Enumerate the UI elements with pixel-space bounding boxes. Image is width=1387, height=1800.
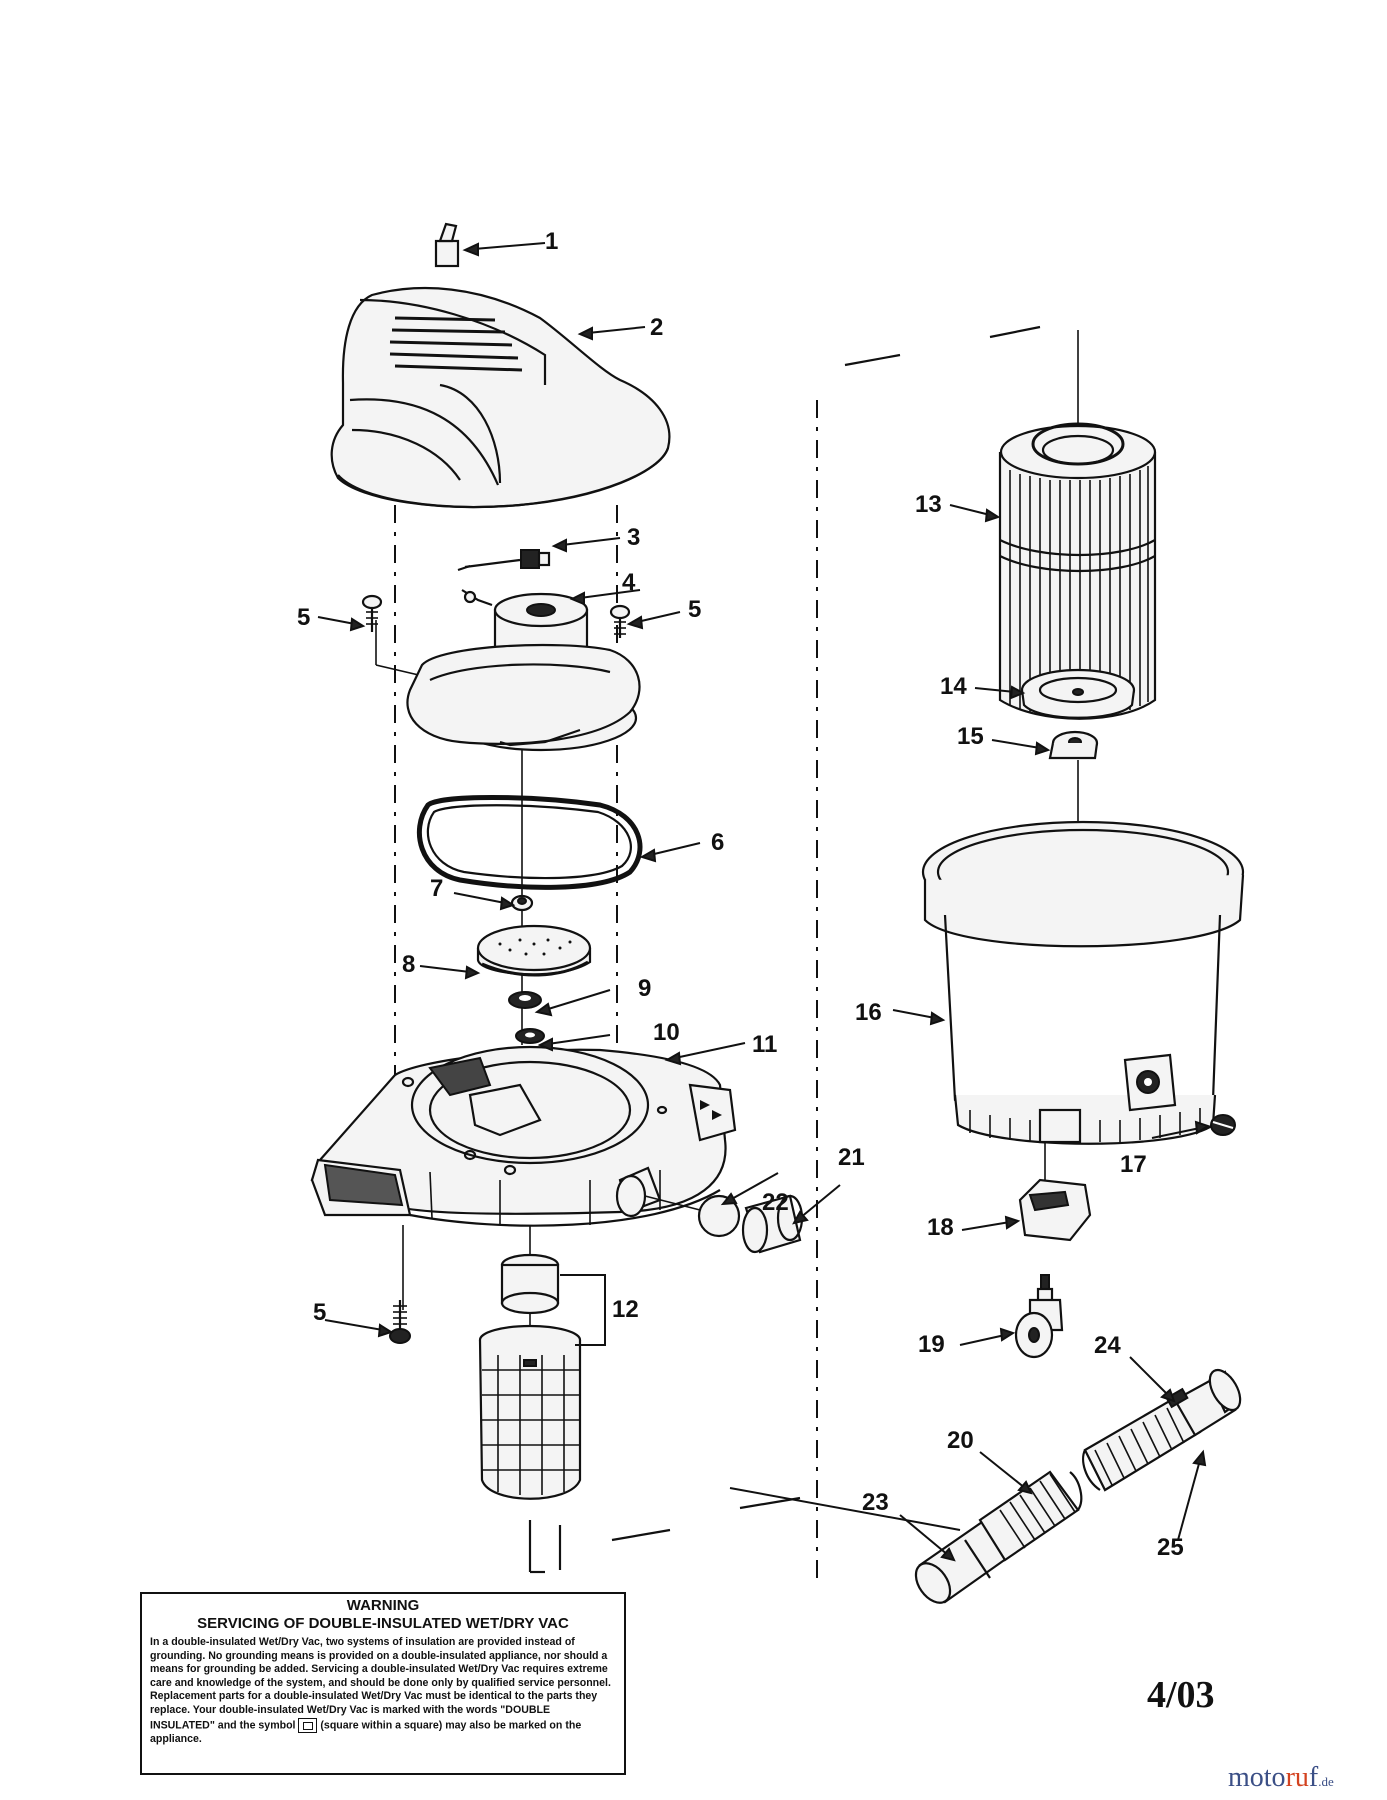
screw-top-left: [361, 594, 383, 632]
washer: [515, 1028, 545, 1044]
drain-cap: [1210, 1114, 1236, 1136]
brand-logo: motoruf.de: [1228, 1762, 1334, 1794]
callout-5-bottom: 5: [313, 1299, 326, 1326]
brand-text-post: f: [1308, 1762, 1319, 1793]
tank: [921, 820, 1245, 1145]
callout-3: 3: [627, 524, 640, 551]
revision-date: 4/03: [1147, 1674, 1215, 1716]
warning-subtitle: SERVICING OF DOUBLE-INSULATED WET/DRY VA…: [197, 1615, 569, 1632]
motor-base: [406, 643, 641, 747]
caster-wheel: [1014, 1274, 1064, 1359]
deflector: [697, 1194, 741, 1238]
callout-14: 14: [940, 673, 967, 700]
gasket: [417, 795, 643, 890]
callout-20: 20: [947, 1427, 974, 1454]
brand-text-pre: moto: [1228, 1762, 1286, 1793]
nut: [510, 894, 534, 912]
callout-10: 10: [653, 1019, 680, 1046]
filter-cap: [1020, 668, 1136, 719]
warning-body-end: (square within a square) may also be mar…: [150, 1718, 582, 1745]
callout-19: 19: [918, 1331, 945, 1358]
wire-connector: [457, 549, 551, 572]
spacer: [508, 991, 542, 1009]
callout-17: 17: [1120, 1151, 1147, 1178]
warning-body-main: In a double-insulated Wet/Dry Vac, two s…: [150, 1636, 611, 1731]
callout-8: 8: [402, 951, 415, 978]
lid-housing: [310, 1045, 737, 1227]
callout-7: 7: [430, 875, 443, 902]
callout-9: 9: [638, 975, 651, 1002]
hose-front: [914, 1470, 1083, 1604]
leaders: [317, 242, 1211, 1562]
switch: [434, 222, 460, 268]
callout-15: 15: [957, 723, 984, 750]
callout-11: 11: [752, 1031, 777, 1058]
impeller: [476, 924, 592, 977]
brand-tld: .de: [1318, 1774, 1334, 1789]
warning-text: In a double-insulated Wet/Dry Vac, two s…: [150, 1636, 616, 1746]
hose-rear: [1082, 1368, 1242, 1492]
right-assembly-guides: [816, 325, 1079, 1580]
warning-box: WARNING SERVICING OF DOUBLE-INSULATED WE…: [140, 1592, 626, 1775]
motor-cover: [330, 286, 671, 509]
callout-5-top-right: 5: [688, 596, 701, 623]
hose-clamp: [741, 1194, 804, 1254]
callout-4: 4: [622, 569, 636, 596]
callout-25: 25: [1157, 1534, 1184, 1561]
screw-bottom: [389, 1300, 411, 1344]
float-cage: [478, 1253, 606, 1500]
callouts: 1 2 3 4 5 5 5 6 7 8 9 10 11 12 13 14 15 …: [297, 228, 1184, 1561]
inlet-port: [615, 1166, 701, 1218]
caster-base: [1018, 1178, 1092, 1242]
callout-13: 13: [915, 491, 942, 518]
callout-2: 2: [650, 314, 663, 341]
double-insulated-symbol-icon: [298, 1717, 318, 1733]
callout-24: 24: [1094, 1332, 1121, 1359]
callout-5-top-left: 5: [297, 604, 310, 631]
callout-23: 23: [862, 1489, 889, 1516]
callout-6: 6: [711, 829, 724, 856]
warning-title: WARNING: [346, 1597, 420, 1614]
screw-top-right: [609, 604, 631, 638]
callout-18: 18: [927, 1214, 954, 1241]
cartridge-filter: [998, 422, 1157, 720]
callout-12: 12: [612, 1296, 639, 1323]
callout-21: 21: [838, 1144, 865, 1171]
callout-1: 1: [545, 228, 558, 255]
filter-nut: [1048, 730, 1099, 760]
callout-22: 22: [762, 1189, 789, 1216]
callout-16: 16: [855, 999, 882, 1026]
brand-text-accent: ru: [1285, 1762, 1309, 1793]
